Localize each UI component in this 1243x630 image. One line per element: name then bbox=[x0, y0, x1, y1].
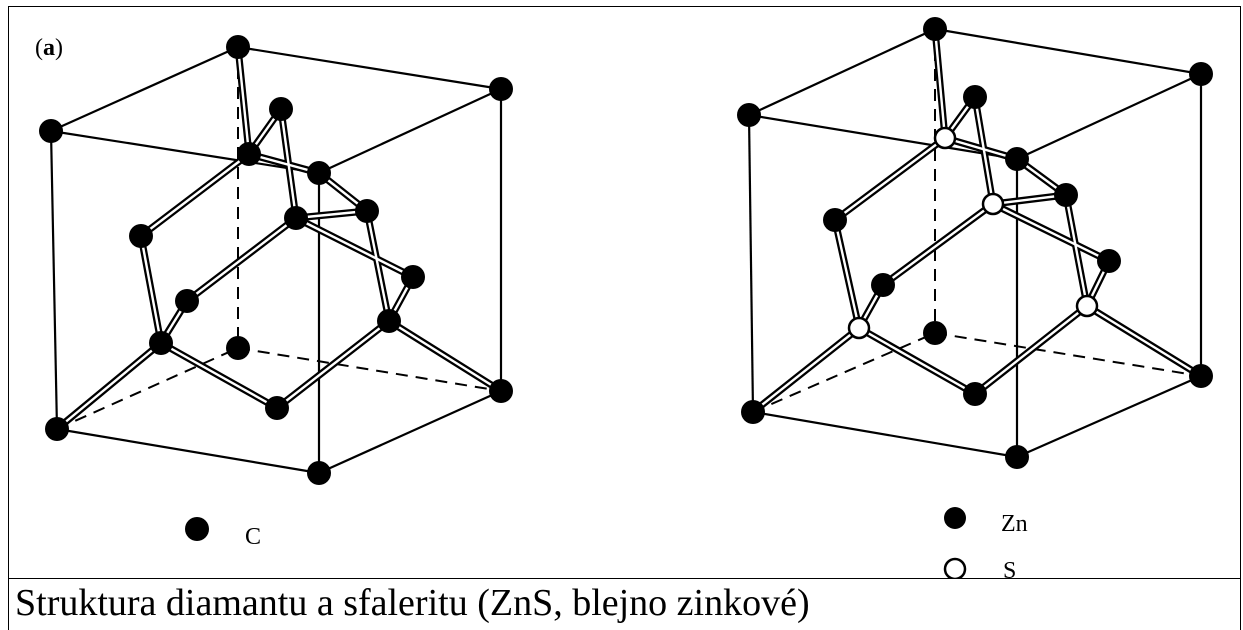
diamond-bond-core bbox=[248, 152, 320, 175]
sphalerite-cube-edge bbox=[748, 113, 1018, 161]
sphalerite-cube-edge bbox=[747, 114, 755, 413]
legend-c-label: C bbox=[245, 524, 261, 550]
crystal-structures-figure: (a) C Zn S bbox=[35, 17, 1213, 584]
diamond-cube-edge bbox=[318, 88, 502, 174]
diamond-atom-filled bbox=[149, 331, 173, 355]
diamond-bond-core bbox=[56, 342, 162, 430]
diamond-atom-filled bbox=[45, 417, 69, 441]
sphalerite-atom-filled bbox=[923, 17, 947, 41]
diamond-bond-core bbox=[365, 210, 391, 322]
diamond-atom-filled bbox=[237, 142, 261, 166]
sphalerite-atom-open bbox=[847, 316, 871, 340]
sphalerite-cube-edge bbox=[1016, 73, 1202, 160]
diamond-bond-core bbox=[295, 216, 414, 279]
sphalerite-atom-filled bbox=[1054, 183, 1078, 207]
sphalerite-cube-edge bbox=[752, 410, 1018, 459]
sphalerite-bond-core bbox=[944, 136, 1018, 161]
sphalerite-bond-core bbox=[992, 193, 1067, 206]
diamond-bond-core bbox=[140, 153, 250, 237]
diamond-cube-edge bbox=[318, 389, 502, 475]
sphalerite-hidden-edge bbox=[934, 332, 1202, 377]
diamond-atom-filled bbox=[284, 206, 308, 230]
sphalerite-structure bbox=[737, 17, 1213, 469]
sphalerite-bond-core bbox=[858, 326, 976, 396]
diamond-atom-filled bbox=[355, 199, 379, 223]
sphalerite-bond-core bbox=[882, 203, 994, 286]
sphalerite-atom-filled bbox=[871, 273, 895, 297]
diamond-bond-core bbox=[276, 320, 390, 409]
diamond-atom-filled bbox=[265, 396, 289, 420]
sphalerite-atom-filled bbox=[1005, 147, 1029, 171]
diamond-bond-core bbox=[139, 235, 163, 344]
diamond-bond-core bbox=[160, 341, 278, 410]
sphalerite-cube-edge bbox=[934, 27, 1202, 76]
legend-zn-label: Zn bbox=[1001, 511, 1028, 537]
figure-frame: (a) C Zn S bbox=[8, 6, 1241, 584]
legend-c-marker bbox=[185, 517, 209, 541]
diamond-bond-core bbox=[186, 217, 297, 302]
panel-label: (a) bbox=[35, 35, 63, 61]
sphalerite-atom-open bbox=[981, 192, 1005, 216]
sphalerite-atom-filled bbox=[1097, 249, 1121, 273]
sphalerite-atom-filled bbox=[1189, 364, 1213, 388]
sphalerite-bond-core bbox=[834, 137, 946, 221]
diamond-cube-edge bbox=[49, 130, 59, 430]
diamond-atom-filled bbox=[489, 379, 513, 403]
sphalerite-atom-filled bbox=[823, 208, 847, 232]
diamond-hidden-edge bbox=[56, 347, 239, 430]
diamond-atom-filled bbox=[307, 461, 331, 485]
diamond-cube-edge bbox=[50, 45, 239, 133]
diamond-atom-filled bbox=[129, 224, 153, 248]
sphalerite-cube-edge bbox=[748, 28, 936, 116]
diamond-bond-core bbox=[236, 46, 251, 155]
diamond-atom-filled bbox=[377, 309, 401, 333]
legend-zn-marker bbox=[944, 507, 966, 529]
caption-row: Struktura diamantu a sfaleritu (ZnS, ble… bbox=[8, 579, 1241, 630]
sphalerite-bond-core bbox=[974, 305, 1088, 395]
sphalerite-hidden-edge bbox=[752, 332, 936, 413]
sphalerite-atom-filled bbox=[1005, 445, 1029, 469]
sphalerite-atom-filled bbox=[741, 400, 765, 424]
figure-caption: Struktura diamantu a sfaleritu (ZnS, ble… bbox=[15, 582, 810, 624]
sphalerite-bond-core bbox=[1086, 304, 1202, 378]
sphalerite-bond-core bbox=[833, 219, 861, 329]
diamond-hidden-edge bbox=[237, 347, 502, 392]
sphalerite-atom-open bbox=[933, 126, 957, 150]
diamond-atom-filled bbox=[269, 97, 293, 121]
sphalerite-bond-core bbox=[1064, 194, 1089, 307]
sphalerite-atom-open bbox=[1075, 294, 1099, 318]
diamond-bond-core bbox=[388, 319, 502, 393]
sphalerite-atom-filled bbox=[963, 382, 987, 406]
diamond-cube-edge bbox=[50, 129, 320, 175]
diamond-atom-filled bbox=[175, 289, 199, 313]
diamond-structure bbox=[39, 35, 513, 485]
sphalerite-atom-filled bbox=[923, 321, 947, 345]
diamond-atom-filled bbox=[307, 161, 331, 185]
diamond-cube-edge bbox=[56, 427, 320, 475]
legend-s-marker bbox=[943, 557, 967, 581]
sphalerite-cube-edge bbox=[1016, 374, 1202, 459]
diamond-atom-filled bbox=[226, 336, 250, 360]
diamond-atom-filled bbox=[401, 265, 425, 289]
diamond-atom-filled bbox=[226, 35, 250, 59]
diamond-atom-filled bbox=[489, 77, 513, 101]
sphalerite-atom-filled bbox=[963, 85, 987, 109]
diamond-atom-filled bbox=[39, 119, 63, 143]
sphalerite-atom-filled bbox=[1189, 62, 1213, 86]
sphalerite-bond-core bbox=[752, 327, 860, 413]
diamond-cube-edge bbox=[237, 45, 502, 91]
legend-s-label: S bbox=[1003, 558, 1016, 578]
sphalerite-bond-core bbox=[933, 28, 947, 139]
sphalerite-atom-filled bbox=[737, 103, 761, 127]
sphalerite-bond-core bbox=[992, 202, 1110, 263]
